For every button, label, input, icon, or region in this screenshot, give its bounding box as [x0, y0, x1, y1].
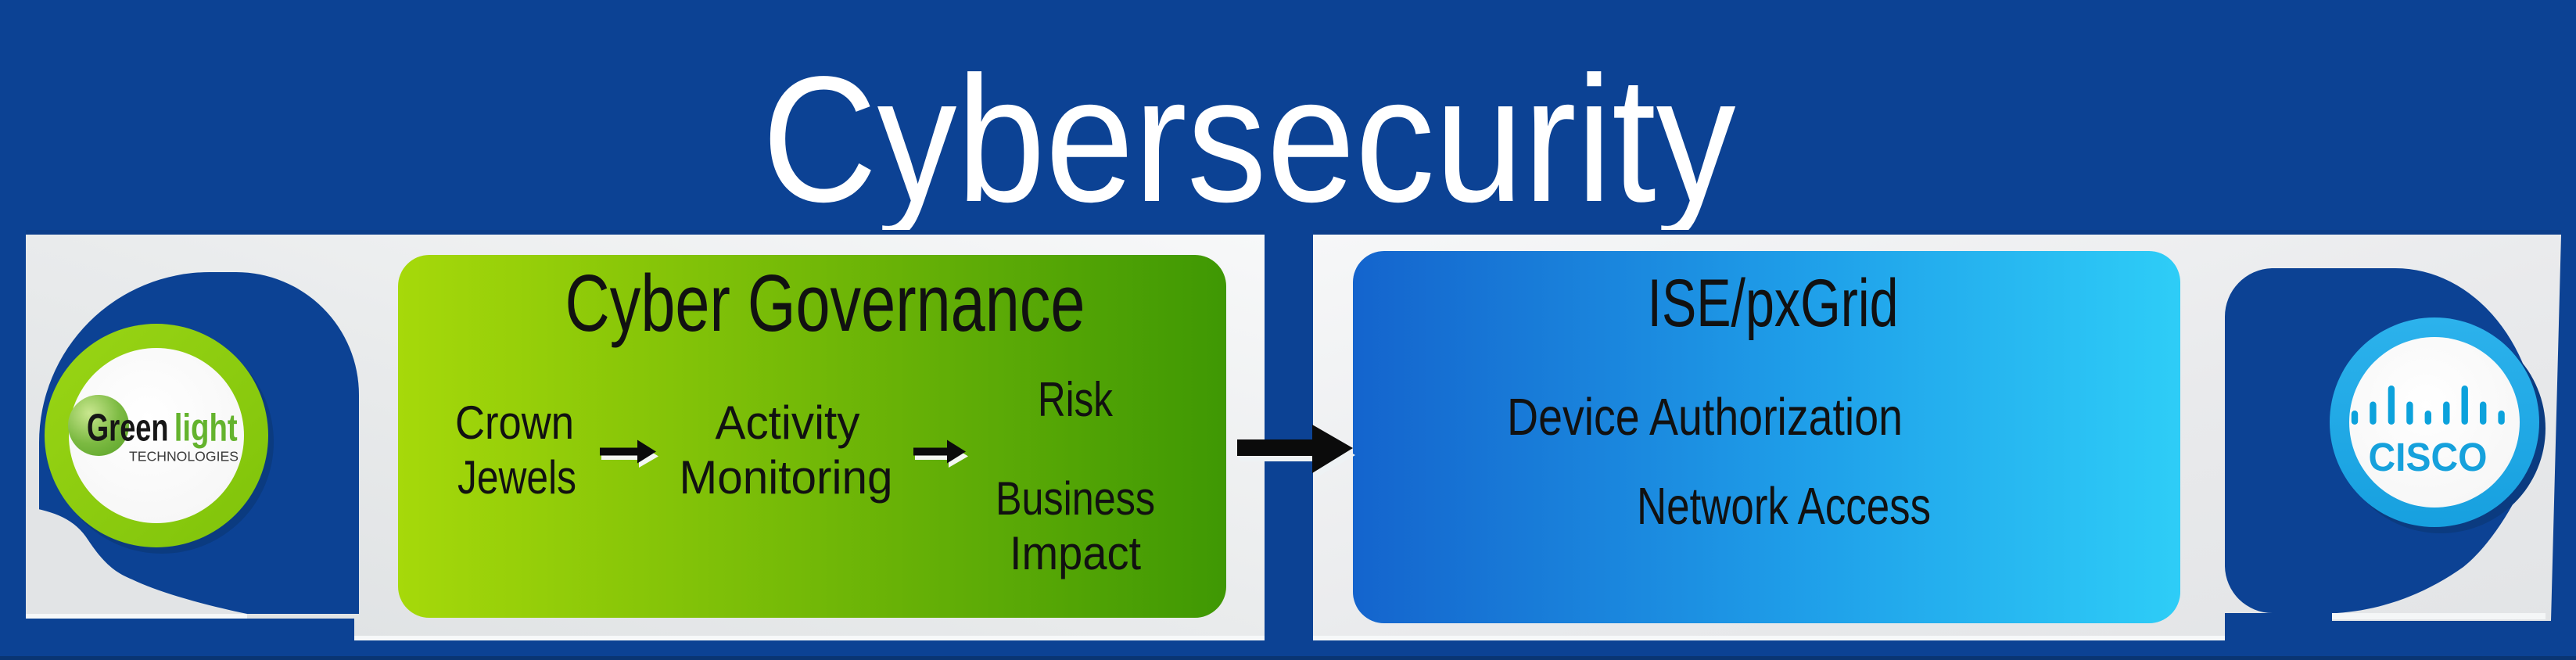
svg-text:Impact: Impact	[1010, 527, 1141, 579]
svg-text:Cybersecurity: Cybersecurity	[762, 39, 1736, 239]
svg-text:Risk: Risk	[1038, 373, 1114, 427]
svg-text:Business: Business	[996, 472, 1155, 525]
svg-text:Cyber Governance: Cyber Governance	[565, 258, 1085, 348]
svg-text:Jewels: Jewels	[457, 451, 576, 504]
svg-text:Network Access: Network Access	[1637, 477, 1931, 536]
svg-text:Activity: Activity	[716, 396, 860, 449]
svg-text:ISE/pxGrid: ISE/pxGrid	[1648, 266, 1899, 341]
svg-text:Green: Green	[87, 407, 169, 450]
svg-text:Crown: Crown	[455, 396, 574, 449]
svg-text:Device Authorization: Device Authorization	[1507, 388, 1903, 447]
svg-text:Monitoring: Monitoring	[680, 451, 893, 504]
svg-text:CISCO: CISCO	[2369, 435, 2488, 479]
svg-text:TECHNOLOGIES: TECHNOLOGIES	[129, 448, 239, 464]
svg-text:light: light	[174, 407, 238, 450]
